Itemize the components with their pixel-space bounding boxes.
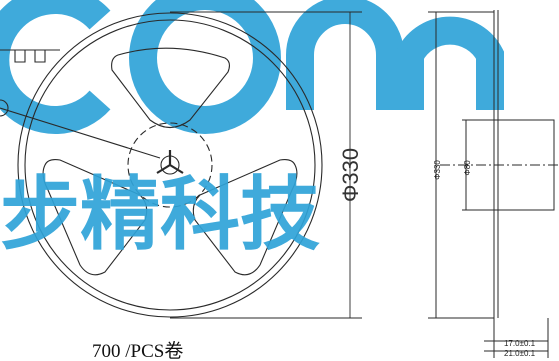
leader-bubble [0, 99, 9, 117]
spoke-window-right [192, 159, 298, 276]
side-outer-diameter-label: Φ330 [433, 160, 442, 180]
leader-line [0, 107, 161, 159]
width-outer-label: 21.0±0.1 [504, 349, 536, 358]
outer-diameter-label: Φ330 [338, 148, 363, 202]
watermark-n1 [286, 0, 404, 110]
hub-diameter-label: Φ80 [463, 160, 472, 176]
tab-left [0, 49, 60, 63]
watermark-o-ring [129, 0, 281, 134]
watermark-c-arc [0, 0, 111, 134]
width-inner-label: 17.0±0.1 [504, 339, 536, 348]
quantity-caption: 700 /PCS卷 [92, 340, 183, 361]
hub-dashed-circle [127, 122, 213, 208]
spoke-window-left [42, 159, 148, 276]
hub-star [156, 150, 184, 174]
reel-side-view [428, 10, 559, 358]
outer-diameter-dimension [170, 11, 362, 319]
watermark-cn-text: 步精科技 [0, 168, 320, 261]
spoke-window-top [111, 47, 231, 129]
reel-outer-rim [17, 12, 323, 318]
reel-front-view [0, 12, 323, 318]
watermark-n2 [396, 16, 504, 110]
watermark-logo [0, 0, 504, 134]
reel-inner-rim [24, 19, 316, 311]
